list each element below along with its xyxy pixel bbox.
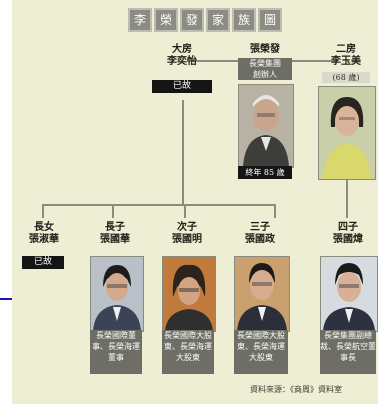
child1-status: 已故 <box>22 256 64 269</box>
wife2-drop-line <box>346 178 348 218</box>
child2-caption: 長榮國際董事、長榮海運董事 <box>90 330 142 374</box>
family-tree-diagram: 李 榮 發 家 族 圖 大房 李奕怡 已故 張榮發 長榮集團 創辦人 終年 85 <box>12 0 378 404</box>
title-char: 家 <box>206 8 230 32</box>
title-char: 榮 <box>154 8 178 32</box>
child5-photo <box>320 256 378 332</box>
founder-title-1: 長榮集團 <box>249 59 281 68</box>
founder-title-2: 創辦人 <box>253 70 277 79</box>
drop-line-1 <box>42 204 44 218</box>
child2-name: 張國華 <box>100 234 130 245</box>
child1-name: 張淑華 <box>29 234 59 245</box>
wife2-photo <box>318 86 376 180</box>
title-char: 族 <box>232 8 256 32</box>
drop-line-2 <box>112 204 114 218</box>
child2-label: 長子 張國華 <box>88 222 142 246</box>
founder-label: 張榮發 <box>230 44 300 56</box>
child2-role: 長子 <box>105 222 125 233</box>
portrait-image <box>321 257 377 331</box>
chart-title: 李 榮 發 家 族 圖 <box>128 8 282 34</box>
title-char: 圖 <box>258 8 282 32</box>
child1-role: 長女 <box>34 222 54 233</box>
child3-label: 次子 張國明 <box>160 222 214 246</box>
wife1-role: 大房 <box>172 44 192 55</box>
child3-caption: 長榮國際大股東、長榮海運大股東 <box>162 330 214 374</box>
title-char: 李 <box>128 8 152 32</box>
child4-caption: 長榮國際大股東、長榮海運大股東 <box>234 330 288 374</box>
wife1-status: 已故 <box>152 80 212 93</box>
wife2-age: (68 歲) <box>322 72 370 83</box>
wife2-label: 二房 李玉美 <box>318 44 374 68</box>
child5-label: 四子 張國煒 <box>320 222 376 246</box>
source-note: 資料來源：《商周》資料室 <box>250 385 342 394</box>
children-bar <box>42 204 276 206</box>
portrait-image <box>235 257 289 331</box>
portrait-image <box>319 87 375 179</box>
child3-photo <box>162 256 216 332</box>
child3-role: 次子 <box>177 222 197 233</box>
founder-name: 張榮發 <box>250 44 280 55</box>
wife1-label: 大房 李奕怡 <box>152 44 212 68</box>
wife1-name: 李奕怡 <box>167 56 197 67</box>
child4-label: 三子 張國政 <box>232 222 288 246</box>
founder-title: 長榮集團 創辦人 <box>238 58 292 80</box>
wife2-name: 李玉美 <box>331 56 361 67</box>
child5-caption: 長榮集團副總裁、長榮航空董事長 <box>320 330 376 374</box>
side-link[interactable] <box>0 292 12 300</box>
child5-name: 張國煒 <box>333 234 363 245</box>
drop-line-4 <box>274 204 276 218</box>
portrait-image <box>163 257 215 331</box>
drop-line-3 <box>184 204 186 218</box>
title-char: 發 <box>180 8 204 32</box>
child1-label: 長女 張淑華 <box>20 222 68 246</box>
child2-photo <box>90 256 144 332</box>
portrait-image <box>91 257 143 331</box>
child4-name: 張國政 <box>245 234 275 245</box>
child4-photo <box>234 256 290 332</box>
child3-name: 張國明 <box>172 234 202 245</box>
trunk-line <box>182 100 184 204</box>
portrait-image <box>239 85 293 167</box>
child5-role: 四子 <box>338 222 358 233</box>
founder-photo <box>238 84 294 168</box>
founder-age: 終年 85 歲 <box>238 166 292 179</box>
child4-role: 三子 <box>250 222 270 233</box>
wife2-role: 二房 <box>336 44 356 55</box>
